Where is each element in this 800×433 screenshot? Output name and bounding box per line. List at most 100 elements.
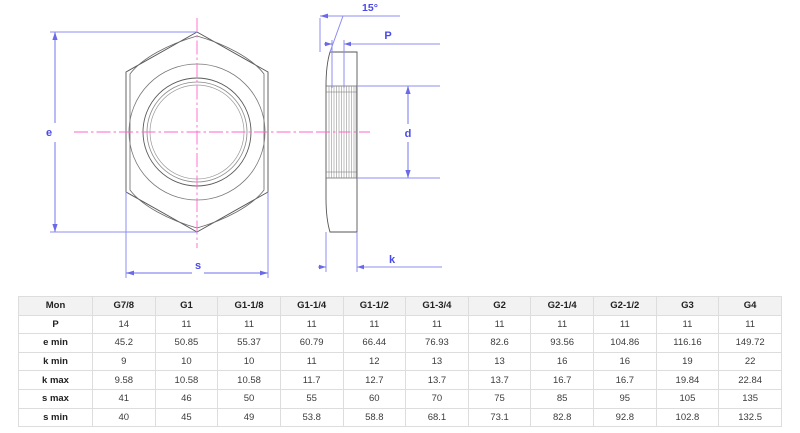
thread-crest-ticks	[326, 91, 357, 173]
table-header-cell-G4: G4	[718, 296, 782, 316]
table-cell: 11	[593, 314, 657, 335]
table-cell: 93.56	[530, 333, 594, 353]
dimension-d-arrow-bottom	[405, 170, 411, 178]
table-row-label: s min	[18, 407, 93, 428]
table-header-cell-G3: G3	[655, 296, 720, 316]
table-cell: 45	[154, 407, 219, 428]
table-cell: 16.7	[530, 370, 594, 390]
dimension-s: s	[125, 192, 269, 278]
table-cell: 82.6	[467, 333, 532, 353]
table-cell: 16	[593, 351, 657, 372]
table-cell: 53.8	[279, 407, 344, 428]
dimension-k: k	[318, 232, 442, 272]
dimension-k-label: k	[389, 254, 396, 266]
table-cell: 14	[92, 314, 156, 335]
table-cell: 9.58	[92, 370, 156, 390]
dimension-chamfer-angle: 15°	[319, 2, 400, 53]
table-cell: 16.7	[593, 370, 657, 390]
table-cell: 50.85	[154, 333, 219, 353]
table-cell: 16	[530, 351, 594, 372]
table-cell: 104.86	[593, 333, 657, 353]
table-cell: 132.5	[718, 407, 782, 428]
table-cell: 85	[530, 388, 594, 409]
table-header-cell-G1-3/4: G1-3/4	[405, 296, 469, 316]
table-cell: 60.79	[279, 333, 344, 353]
table-header-cell-G2-1/2: G2-1/2	[593, 296, 657, 316]
table-cell: 73.1	[467, 407, 532, 428]
table-row-label: P	[18, 314, 93, 335]
table-cell: 11	[279, 314, 344, 335]
table-cell: 70	[405, 388, 469, 409]
table-cell: 11	[217, 314, 281, 335]
table-cell: 68.1	[405, 407, 469, 428]
table-cell: 55	[279, 388, 344, 409]
table-header-cell-G1-1/8: G1-1/8	[217, 296, 281, 316]
hex-nut-section-view: 15° P	[318, 2, 442, 272]
table-cell: 92.8	[593, 407, 657, 428]
table-header-cell-G1-1/4: G1-1/4	[279, 296, 344, 316]
table-row-label: e min	[18, 333, 93, 353]
dimension-d-label: d	[405, 128, 412, 140]
dimension-k-arrow-left	[319, 264, 326, 270]
table-cell: 95	[593, 388, 657, 409]
table-cell: 76.93	[405, 333, 469, 353]
table-cell: 13.7	[467, 370, 532, 390]
dimension-P-label: P	[384, 30, 391, 42]
table-cell: 12	[342, 351, 407, 372]
table-header-cell-mon: Mon	[18, 296, 93, 316]
table-cell: 13.7	[405, 370, 469, 390]
table-cell: 13	[467, 351, 532, 372]
dimension-P: P	[324, 30, 440, 88]
section-body-outline	[325, 51, 358, 233]
table-cell: 46	[154, 388, 219, 409]
table-row-label: k min	[18, 351, 93, 372]
table-cell: 45.2	[92, 333, 156, 353]
table-cell: 9	[92, 351, 156, 372]
dimension-e-arrow-top	[52, 32, 58, 40]
table-header-cell-G7/8: G7/8	[92, 296, 156, 316]
table-cell: 60	[342, 388, 407, 409]
dimension-e-label: e	[46, 127, 52, 139]
drawing-area: e s	[46, 2, 442, 278]
table-cell: 10.58	[154, 370, 219, 390]
table-cell: 50	[217, 388, 281, 409]
dimension-k-arrow-right	[357, 264, 364, 270]
table-cell: 11	[154, 314, 219, 335]
dimension-d: d	[357, 85, 440, 179]
table-cell: 135	[718, 388, 782, 409]
table-cell: 105	[655, 388, 720, 409]
table-cell: 11	[467, 314, 532, 335]
table-cell: 11	[718, 314, 782, 335]
dimension-s-arrow-left	[126, 270, 134, 276]
table-cell: 58.8	[342, 407, 407, 428]
table-cell: 41	[92, 388, 156, 409]
table-cell: 11	[655, 314, 720, 335]
table-cell: 11	[530, 314, 594, 335]
table-cell: 19.84	[655, 370, 720, 390]
table-cell: 11.7	[279, 370, 344, 390]
table-cell: 10	[217, 351, 281, 372]
table-cell: 22	[718, 351, 782, 372]
table-cell: 13	[405, 351, 469, 372]
angle-arrow	[320, 13, 328, 19]
table-cell: 116.16	[655, 333, 720, 353]
table-header-cell-G1-1/2: G1-1/2	[342, 296, 407, 316]
table-header-cell-G2: G2	[467, 296, 532, 316]
table-cell: 102.8	[655, 407, 720, 428]
table-cell: 10.58	[217, 370, 281, 390]
dimension-angle-label: 15°	[362, 2, 378, 14]
dimension-P-arrow-left	[325, 41, 332, 47]
dimension-e: e	[46, 31, 197, 233]
table-cell: 49	[217, 407, 281, 428]
hex-nut-front-view: e s	[46, 18, 320, 278]
table-cell: 19	[655, 351, 720, 372]
